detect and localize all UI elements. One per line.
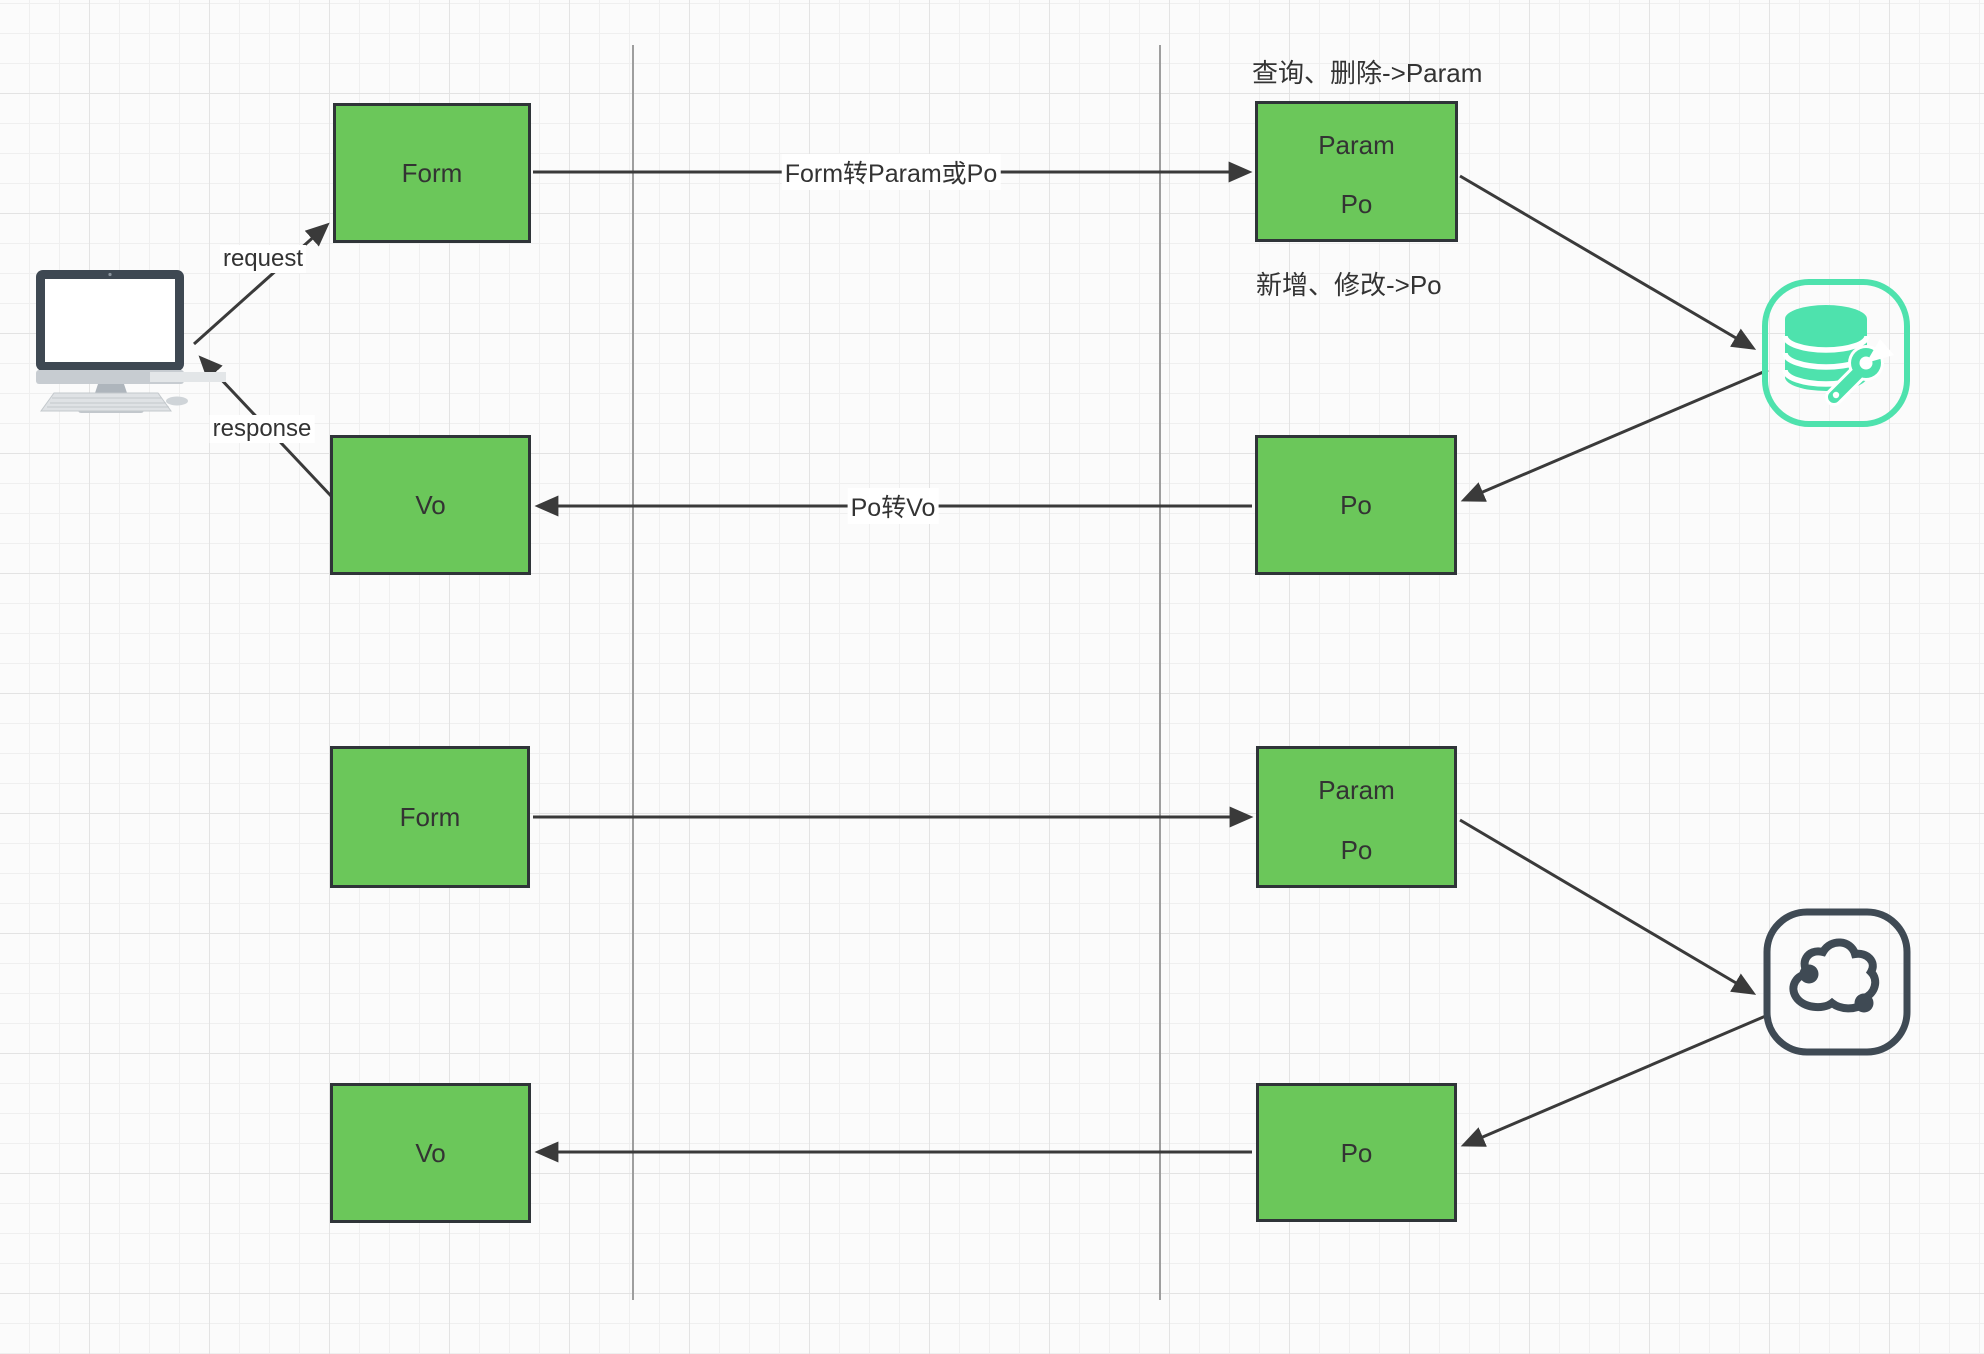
node-label: Po (1340, 1137, 1373, 1168)
node-label: Vo (415, 1138, 446, 1168)
node-label: Param (1318, 130, 1395, 160)
edge-database-to-po-arrow[interactable] (1460, 368, 1769, 502)
node-label: Param (1318, 775, 1395, 805)
node-label: Vo (415, 490, 446, 520)
cloud-service-icon[interactable] (1763, 908, 1911, 1056)
node-form-bottom[interactable]: Form (330, 746, 530, 888)
node-label: Po (1340, 835, 1373, 865)
node-vo-top[interactable]: Vo (330, 435, 531, 575)
edge-cloud-to-po-arrow[interactable] (1460, 1013, 1769, 1147)
keyboard-icon (40, 392, 172, 412)
node-param-po-bottom[interactable]: Param Po (1256, 746, 1457, 888)
edge-label-po-to-vo[interactable]: Po转Vo (847, 488, 939, 524)
edge-request-arrow[interactable] (192, 222, 330, 346)
edge-label-response[interactable]: response (209, 415, 315, 443)
node-label: Form (399, 802, 461, 832)
edge-label-request[interactable]: request (219, 245, 307, 273)
annotation-create-update[interactable]: 新增、修改->Po (1256, 270, 1442, 300)
edge-label-form-to-param[interactable]: Form转Param或Po (781, 154, 1001, 190)
node-vo-bottom[interactable]: Vo (330, 1083, 531, 1223)
edge-parampo-to-database-arrow[interactable] (1459, 174, 1757, 350)
wrench-icon (1825, 339, 1894, 406)
computer-monitor-icon[interactable] (36, 270, 226, 413)
node-param-po-top[interactable]: Param Po (1255, 101, 1458, 242)
node-label: Po (1340, 189, 1373, 219)
annotation-query-delete[interactable]: 查询、删除->Param (1252, 58, 1483, 88)
database-maintenance-icon[interactable] (1762, 279, 1910, 427)
node-label: Po (1340, 490, 1372, 520)
node-label: Form (401, 158, 463, 188)
mouse-icon (166, 396, 188, 406)
node-po-bottom[interactable]: Po (1256, 1083, 1457, 1222)
edge-parampo-to-cloud-arrow[interactable] (1459, 818, 1757, 995)
node-po-top[interactable]: Po (1255, 435, 1457, 575)
node-form-top[interactable]: Form (333, 103, 531, 243)
